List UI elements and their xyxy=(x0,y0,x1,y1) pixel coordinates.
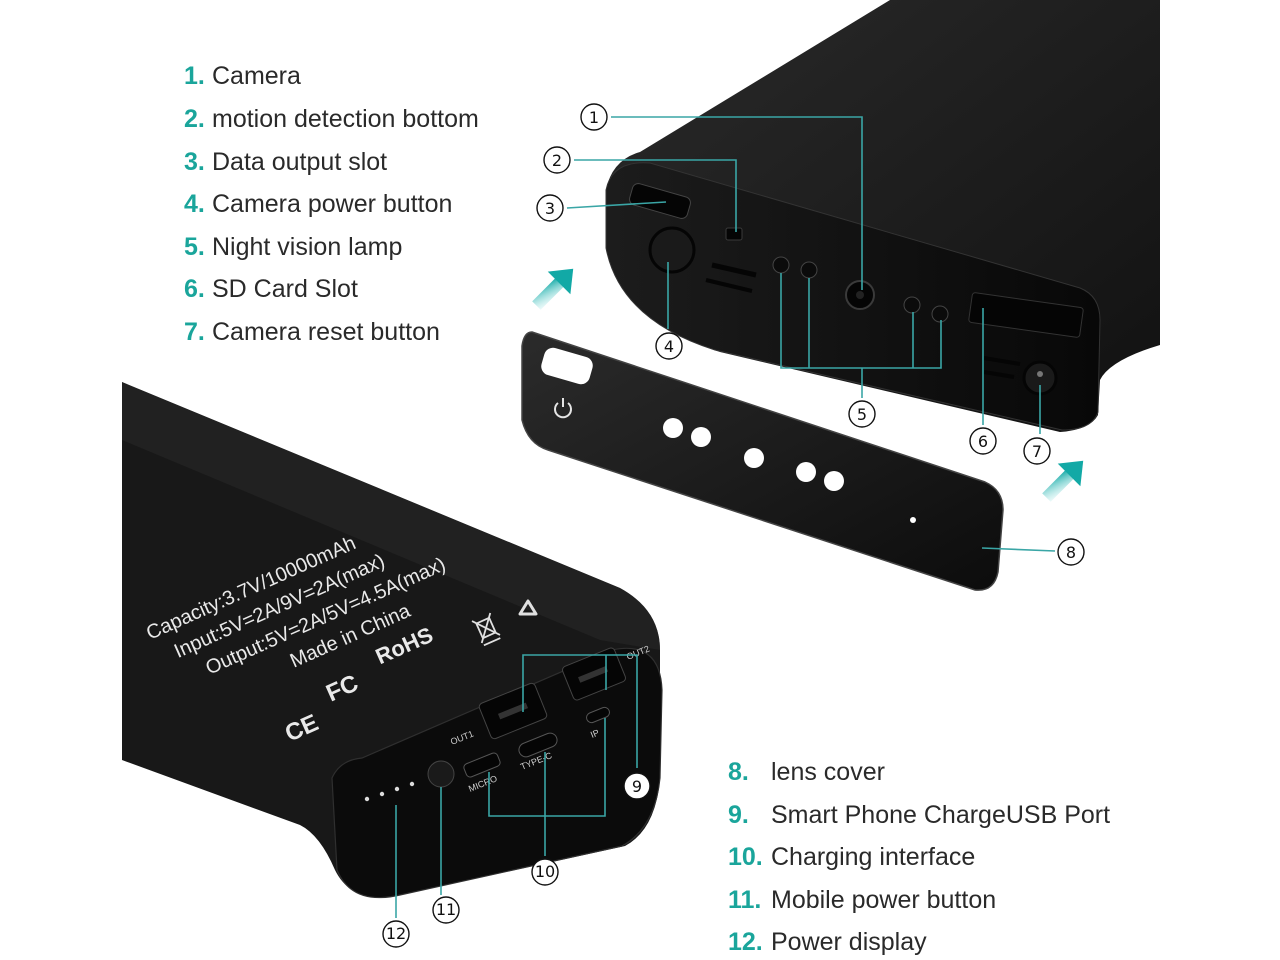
power-bank-device: Capacity:3.7V/10000mAh Input:5V=2A/9V=2A… xyxy=(122,382,663,899)
svg-text:9: 9 xyxy=(632,777,642,796)
micro-usb-port xyxy=(463,752,501,778)
camera-power-button xyxy=(648,226,696,274)
power-led xyxy=(364,796,370,802)
power-icon xyxy=(554,398,572,419)
legend-item: 12.Power display xyxy=(728,928,927,956)
callout-7: 7 xyxy=(1023,437,1051,465)
svg-text:7: 7 xyxy=(1032,442,1042,461)
mobile-power-button xyxy=(427,760,455,788)
svg-text:4: 4 xyxy=(664,337,674,356)
legend-item: 5.Night vision lamp xyxy=(184,233,403,261)
callout-4: 4 xyxy=(655,332,683,360)
type-c-port xyxy=(518,732,558,758)
power-led xyxy=(409,781,415,787)
legend-item: 3.Data output slot xyxy=(184,148,388,176)
legend-item: 8.lens cover xyxy=(728,758,885,786)
sd-card-slot xyxy=(968,292,1084,338)
legend-item: 10.Charging interface xyxy=(728,843,976,871)
svg-text:2: 2 xyxy=(552,151,562,170)
weee-bin-icon xyxy=(471,612,501,647)
legend-item: 7.Camera reset button xyxy=(184,318,440,346)
night-vision-lamp xyxy=(931,305,949,323)
callout-6: 6 xyxy=(969,427,997,455)
night-vision-lamp xyxy=(800,261,818,279)
legend-item: 1.Camera xyxy=(184,62,301,90)
svg-text:10: 10 xyxy=(535,862,555,881)
night-vision-lamp xyxy=(772,256,790,274)
camera-end-device xyxy=(605,0,1160,432)
callout-2: 2 xyxy=(543,146,571,174)
leader-lines xyxy=(395,116,1056,918)
legend-item: 11.Mobile power button xyxy=(728,886,997,914)
iphone-port xyxy=(586,706,610,724)
legend-item: 6.SD Card Slot xyxy=(184,275,358,303)
legend-item: 4.Camera power button xyxy=(184,190,453,218)
callout-11: 11 xyxy=(432,896,460,924)
svg-text:12: 12 xyxy=(386,924,406,943)
svg-text:6: 6 xyxy=(978,432,988,451)
arrow-up-right-icon xyxy=(1042,460,1084,502)
power-led xyxy=(394,786,400,792)
callout-9: 9 xyxy=(623,772,651,800)
arrow-up-right-icon xyxy=(532,268,574,310)
svg-text:8: 8 xyxy=(1066,543,1076,562)
callout-12: 12 xyxy=(382,920,410,948)
svg-text:5: 5 xyxy=(857,405,867,424)
lens-cover-plate xyxy=(521,331,1004,591)
data-output-slot xyxy=(629,183,691,219)
night-vision-lamp xyxy=(903,296,921,314)
legend-item: 9.Smart Phone ChargeUSB Port xyxy=(728,801,1111,829)
svg-text:3: 3 xyxy=(545,199,555,218)
recycle-icon xyxy=(518,599,538,616)
callout-8: 8 xyxy=(1057,538,1085,566)
callout-1: 1 xyxy=(580,103,608,131)
callout-5: 5 xyxy=(848,400,876,428)
callout-10: 10 xyxy=(531,858,559,886)
svg-text:1: 1 xyxy=(589,108,599,127)
power-led xyxy=(379,791,385,797)
svg-text:11: 11 xyxy=(436,900,456,919)
ip-label: IP xyxy=(589,727,601,739)
legend-item: 2.motion detection bottom xyxy=(184,105,479,133)
motion-sensor xyxy=(725,227,743,241)
callout-3: 3 xyxy=(536,194,564,222)
